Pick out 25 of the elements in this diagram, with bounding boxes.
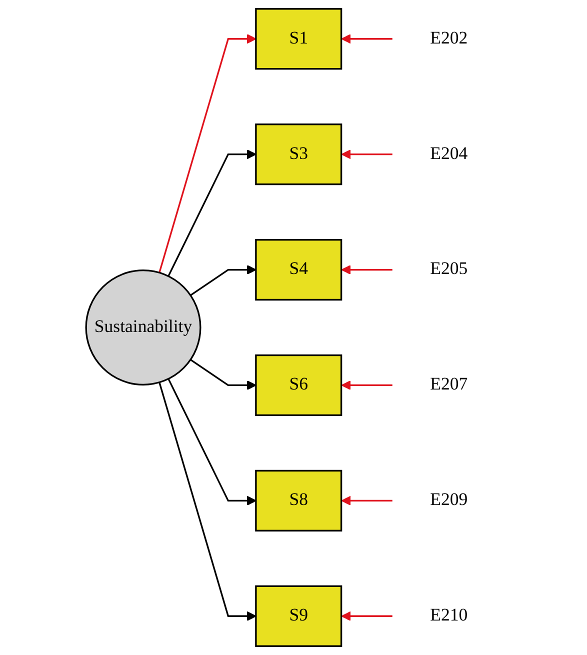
arrow [341, 496, 392, 506]
arrow [190, 264, 256, 296]
node-text: E202 [430, 28, 468, 48]
arrow [341, 611, 392, 622]
node-box: S3 [255, 124, 342, 186]
node-text: E207 [430, 375, 468, 394]
arrow [168, 378, 256, 506]
arrow [158, 34, 256, 273]
node-text: E210 [430, 606, 468, 626]
node-box: S6 [255, 354, 342, 416]
node-box: S1 [255, 8, 342, 70]
arrow [341, 34, 392, 44]
node-text: E205 [430, 260, 468, 279]
arrow [341, 380, 392, 390]
node-box: S8 [255, 470, 342, 532]
node-box: S9 [255, 585, 342, 647]
node-box: S4 [255, 238, 342, 301]
arrow [190, 358, 256, 390]
arrow [341, 264, 392, 275]
node-text: E204 [430, 144, 468, 164]
arrow [341, 149, 392, 160]
arrow [158, 382, 256, 622]
node-circle: Sustainability [85, 270, 202, 386]
arrow [168, 149, 256, 277]
node-text: E209 [430, 490, 468, 510]
